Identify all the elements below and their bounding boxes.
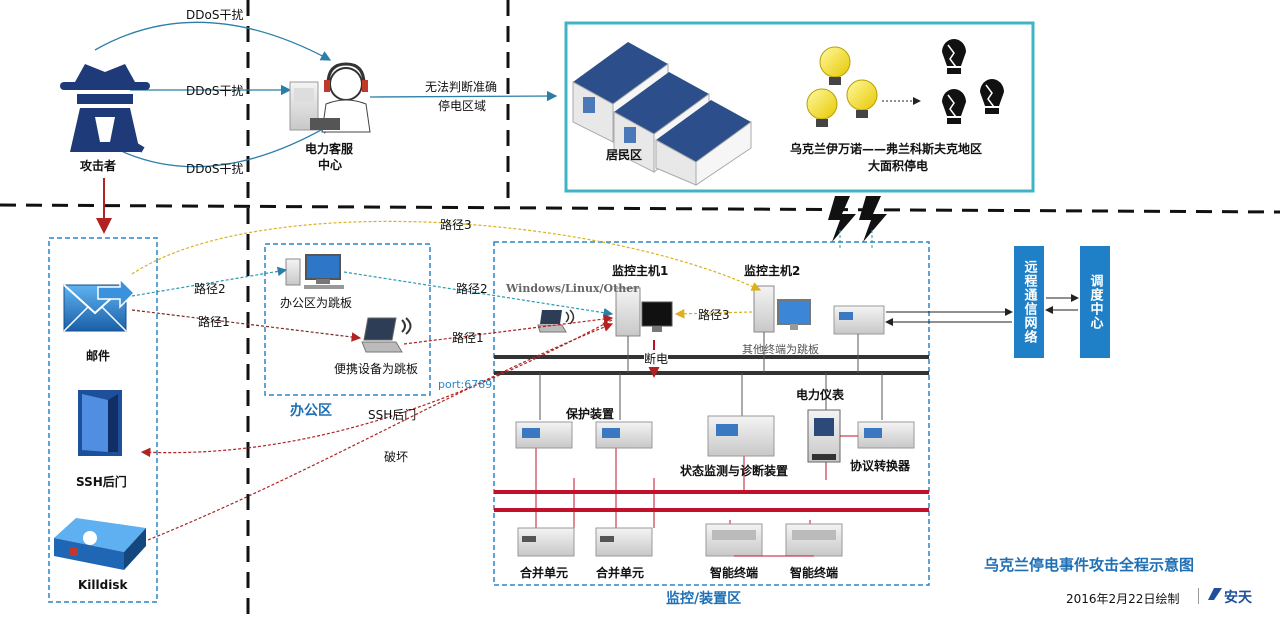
residential-label: 居民区 [606, 148, 643, 162]
host2-label: 监控主机2 [744, 264, 801, 278]
protocol-converter-device [857, 421, 915, 449]
ddos-label-bottom: DDoS干扰 [186, 162, 244, 176]
smart-terminal-2 [785, 523, 843, 557]
path1-label-left: 路径1 [198, 315, 230, 329]
door-icon [78, 390, 122, 456]
office-desktop-device [285, 254, 344, 289]
office-laptop-label: 便携设备为跳板 [334, 362, 419, 376]
path3-line [131, 220, 762, 291]
destroy-label: 破坏 [384, 450, 409, 464]
envelope-icon [63, 277, 136, 332]
path1-label-right: 路径1 [452, 331, 484, 345]
smart-terminal-label-1: 智能终端 [710, 566, 759, 580]
host1-label: 监控主机1 [612, 264, 669, 278]
host1-device [615, 287, 673, 337]
merge-unit-label-2: 合并单元 [596, 566, 645, 580]
killdisk-label: Killdisk [78, 578, 128, 592]
office-zone [264, 243, 431, 396]
ddos-label-middle: DDoS干扰 [186, 84, 244, 98]
protection-device-2 [595, 421, 653, 449]
spy-hat-icon [60, 64, 150, 153]
ddos-arrow-top [94, 21, 332, 61]
attacker-label: 攻击者 [80, 159, 117, 173]
lightning-icon [828, 196, 887, 242]
email-label: 邮件 [86, 349, 111, 363]
outage-label: 大面积停电 [868, 159, 929, 173]
customer-service-label-2: 中心 [318, 158, 343, 172]
house-icon [572, 42, 752, 186]
merge-unit-label-1: 合并单元 [520, 566, 569, 580]
remote-comm-box: 远程通信网络 [1014, 246, 1044, 358]
control-laptop-device [537, 309, 575, 333]
path3-host2-line [674, 308, 753, 319]
protection-device-1 [515, 421, 573, 449]
office-desktop-label: 办公区为跳板 [280, 296, 353, 310]
ddos-arrow-bottom [99, 124, 332, 168]
bus-connectors [539, 332, 883, 420]
ssh-back-line [140, 319, 613, 458]
gateway-device [833, 305, 885, 335]
caption-title: 乌克兰停电事件攻击全程示意图 [984, 556, 1195, 574]
lightbulb-on-icon [806, 46, 878, 127]
disk-drive-icon [54, 518, 146, 570]
host2-device [753, 285, 811, 333]
office-laptop-device [361, 317, 412, 353]
smart-terminal-1 [705, 523, 763, 557]
power-off-label: 断电 [644, 350, 669, 367]
state-monitor-device [707, 415, 775, 457]
ssh-back-label: SSH后门 [368, 408, 417, 422]
customer-service-label-1: 电力客服 [305, 142, 354, 156]
protection-label: 保护装置 [566, 407, 615, 421]
os-label: Windows/Linux/Other [506, 282, 639, 295]
path2-label-right: 路径2 [456, 282, 488, 296]
destroy-line [147, 322, 614, 541]
state-monitor-label: 状态监测与诊断装置 [680, 464, 789, 478]
ddos-label-top: DDoS干扰 [186, 8, 244, 22]
meter-label: 电力仪表 [796, 388, 845, 402]
path2-label-left: 路径2 [194, 282, 226, 296]
path1-email-line [131, 309, 362, 342]
ssh-label: SSH后门 [76, 475, 127, 489]
headset-operator-icon [289, 62, 371, 133]
path3-label: 路径3 [440, 218, 472, 232]
lightbulb-broken-icon [942, 39, 1004, 124]
control-zone-label: 监控/装置区 [666, 591, 742, 607]
other-terminal-label: 其他终端为跳板 [742, 343, 819, 356]
dispatch-box: 调度中心 [1080, 246, 1110, 358]
path3-label-right: 路径3 [698, 308, 730, 322]
caption-date: 2016年2月22日绘制 [1066, 592, 1180, 606]
antiy-logo-icon [1208, 588, 1222, 600]
protocol-converter-label: 协议转换器 [850, 459, 911, 473]
cannot-judge-arrow [369, 90, 558, 102]
cannot-judge-line2: 停电区域 [438, 99, 487, 113]
attack-tools-zone [48, 237, 158, 603]
path2-email-line [131, 266, 288, 297]
residential-frame [564, 21, 1035, 193]
merge-unit-2 [595, 527, 653, 557]
port-label: port:6789 [438, 378, 493, 391]
control-zone [493, 241, 930, 586]
path1-office-line [403, 314, 614, 345]
merge-unit-1 [517, 527, 575, 557]
process-connectors [535, 448, 827, 528]
smart-terminal-label-2: 智能终端 [790, 566, 839, 580]
outage-region-label: 乌克兰伊万诺——弗兰科斯夫克地区 [790, 142, 983, 156]
caption-brand: 安天 [1224, 590, 1252, 606]
caption-separator [1198, 588, 1199, 604]
office-zone-label: 办公区 [290, 403, 332, 419]
power-meter-device [807, 409, 841, 463]
cannot-judge-line1: 无法判断准确 [425, 80, 498, 94]
divider-horizontal [0, 203, 1280, 214]
path2-office-line [343, 271, 614, 318]
